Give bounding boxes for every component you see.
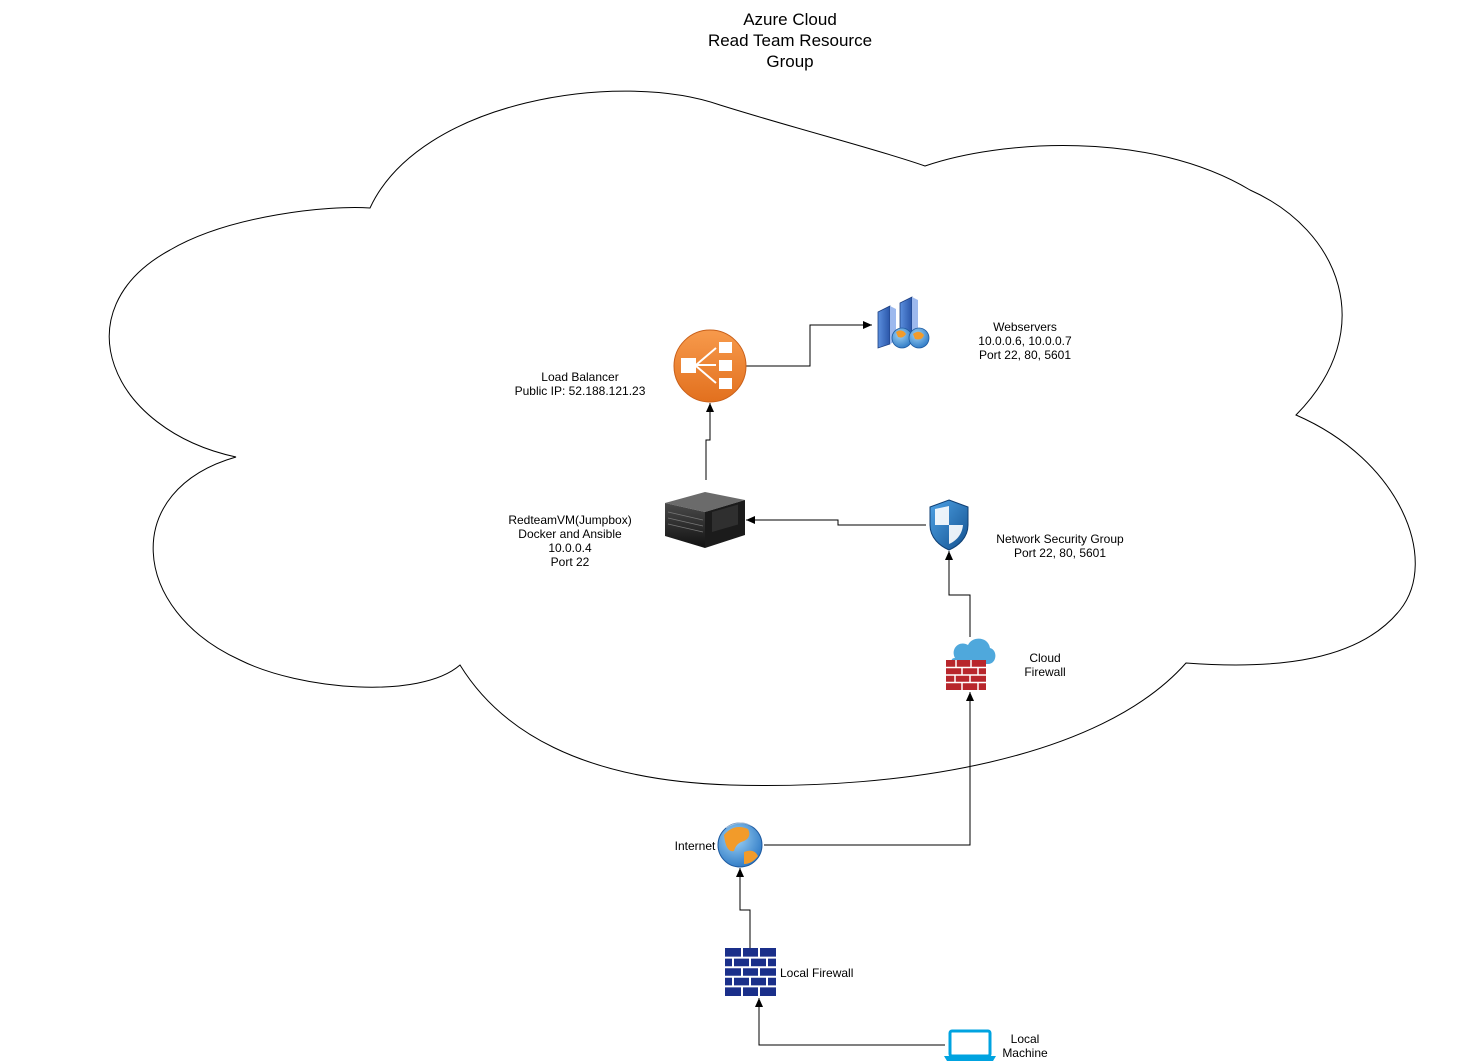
web-server-icon[interactable] bbox=[877, 296, 930, 349]
label-line: Internet bbox=[674, 839, 716, 853]
label-line: Firewall bbox=[1024, 665, 1066, 679]
local-machine-label: Local Machine bbox=[995, 1032, 1055, 1060]
label-line: Port 22, 80, 5601 bbox=[978, 348, 1072, 362]
load-balancer-icon[interactable] bbox=[673, 329, 747, 403]
diagram-title: Azure Cloud Read Team Resource Group bbox=[690, 9, 890, 72]
label-line: Local bbox=[1010, 1032, 1040, 1046]
laptop-icon[interactable] bbox=[944, 1029, 996, 1061]
cloud-firewall-label: Cloud Firewall bbox=[1015, 651, 1075, 679]
label-line: Cloud bbox=[1029, 651, 1061, 665]
label-line: Port 22 bbox=[550, 555, 590, 569]
shield-icon[interactable] bbox=[929, 499, 969, 551]
label-line: Webservers bbox=[993, 320, 1057, 334]
label-line: Network Security Group bbox=[996, 532, 1124, 546]
cloud-firewall-icon[interactable] bbox=[946, 638, 996, 690]
connector-localfirewall-internet bbox=[736, 868, 751, 948]
server-rack-icon[interactable] bbox=[665, 492, 745, 548]
connector-nsg-jumpbox bbox=[746, 516, 926, 526]
title-line: Azure Cloud bbox=[743, 10, 837, 29]
connector-jumpbox-loadbalancer bbox=[705, 403, 714, 480]
label-line: RedteamVM(Jumpbox) bbox=[508, 513, 632, 527]
label-line: 10.0.0.4 bbox=[548, 541, 592, 555]
load-balancer-label: Load Balancer Public IP: 52.188.121.23 bbox=[500, 370, 660, 398]
internet-label: Internet bbox=[670, 839, 720, 853]
connector-localmachine-localfirewall bbox=[755, 998, 945, 1046]
connector-cloudfirewall-nsg bbox=[945, 551, 971, 637]
label-line: Docker and Ansible bbox=[518, 527, 622, 541]
local-firewall-label: Local Firewall bbox=[780, 966, 862, 980]
title-line: Read Team Resource bbox=[707, 31, 873, 50]
webservers-label: Webservers 10.0.0.6, 10.0.0.7 Port 22, 8… bbox=[965, 320, 1085, 362]
connector-internet-cloudfirewall bbox=[764, 692, 974, 846]
label-line: Local Firewall bbox=[780, 966, 854, 980]
nsg-label: Network Security Group Port 22, 80, 5601 bbox=[985, 532, 1135, 560]
title-line: Group bbox=[766, 52, 814, 71]
brick-wall-icon[interactable] bbox=[725, 948, 776, 996]
label-line: Public IP: 52.188.121.23 bbox=[514, 384, 646, 398]
azure-cloud-boundary bbox=[108, 90, 1416, 786]
label-line: Port 22, 80, 5601 bbox=[1013, 546, 1107, 560]
label-line: Machine bbox=[1002, 1046, 1048, 1060]
jumpbox-label: RedteamVM(Jumpbox) Docker and Ansible 10… bbox=[495, 513, 645, 569]
connector-loadbalancer-webservers bbox=[746, 321, 872, 367]
label-line: 10.0.0.6, 10.0.0.7 bbox=[978, 334, 1072, 348]
globe-icon[interactable] bbox=[717, 822, 763, 868]
label-line: Load Balancer bbox=[541, 370, 619, 384]
